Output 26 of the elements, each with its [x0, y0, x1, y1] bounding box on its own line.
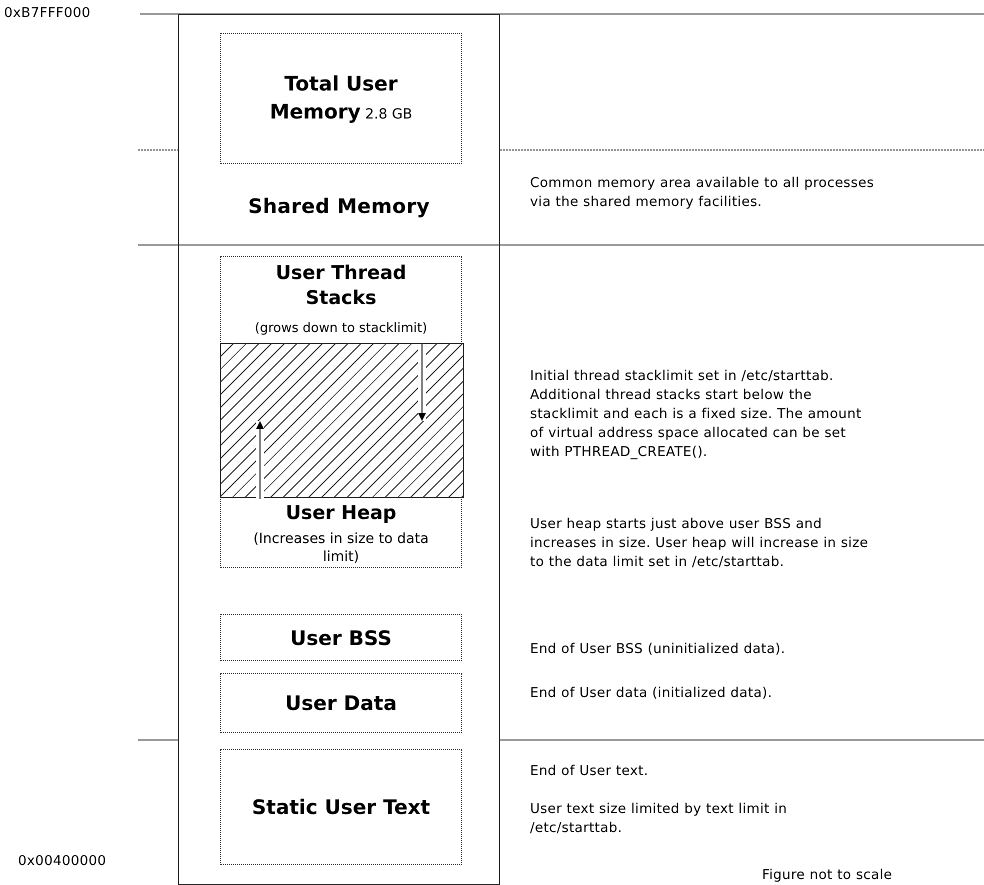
- region-title: Static User Text: [250, 794, 432, 821]
- memory-column: [178, 14, 500, 885]
- hatched-region: [220, 343, 464, 498]
- memory-region-box: [220, 749, 462, 865]
- memory-region-box: [220, 673, 462, 733]
- region-note: (grows down to stacklimit): [254, 321, 428, 338]
- memory-region-box: [220, 33, 462, 164]
- description-text: Common memory area available to all processes via the shared memory facilities.: [530, 174, 876, 212]
- description-text: User heap starts just above user BSS and increases in size. User heap will increase in size to the data limit set in /etc/starttab.: [530, 515, 870, 572]
- description-text: End of User BSS (uninitialized data).: [530, 640, 786, 659]
- region-title: User Thread Stacks: [274, 261, 408, 310]
- address-label: 0xB7FFF000: [4, 4, 90, 23]
- region-title: User Heap: [284, 501, 398, 526]
- address-label: 0x00400000: [18, 852, 106, 871]
- region-title: Total User Memory 2.8 GB: [268, 70, 414, 125]
- region-note: (Increases in size to data limit): [252, 531, 430, 566]
- description-text: User text size limited by text limit in /etc/starttab.: [530, 800, 788, 838]
- region-title: Shared Memory: [247, 193, 431, 220]
- description-text: End of User text.: [530, 762, 648, 781]
- region-title: User Data: [284, 690, 398, 717]
- region-title: User BSS: [289, 624, 393, 652]
- memory-region-box: [220, 614, 462, 661]
- description-text: Initial thread stacklimit set in /etc/starttab. Additional thread stacks start below the stacklimit and each is a fixed size. The amount of virtual address space allocated can be set with PTHREAD_CREATE().: [530, 367, 863, 462]
- caption-text: Figure not to scale: [762, 866, 892, 885]
- description-text: End of User data (initialized data).: [530, 684, 772, 703]
- memory-region-box: [220, 256, 462, 568]
